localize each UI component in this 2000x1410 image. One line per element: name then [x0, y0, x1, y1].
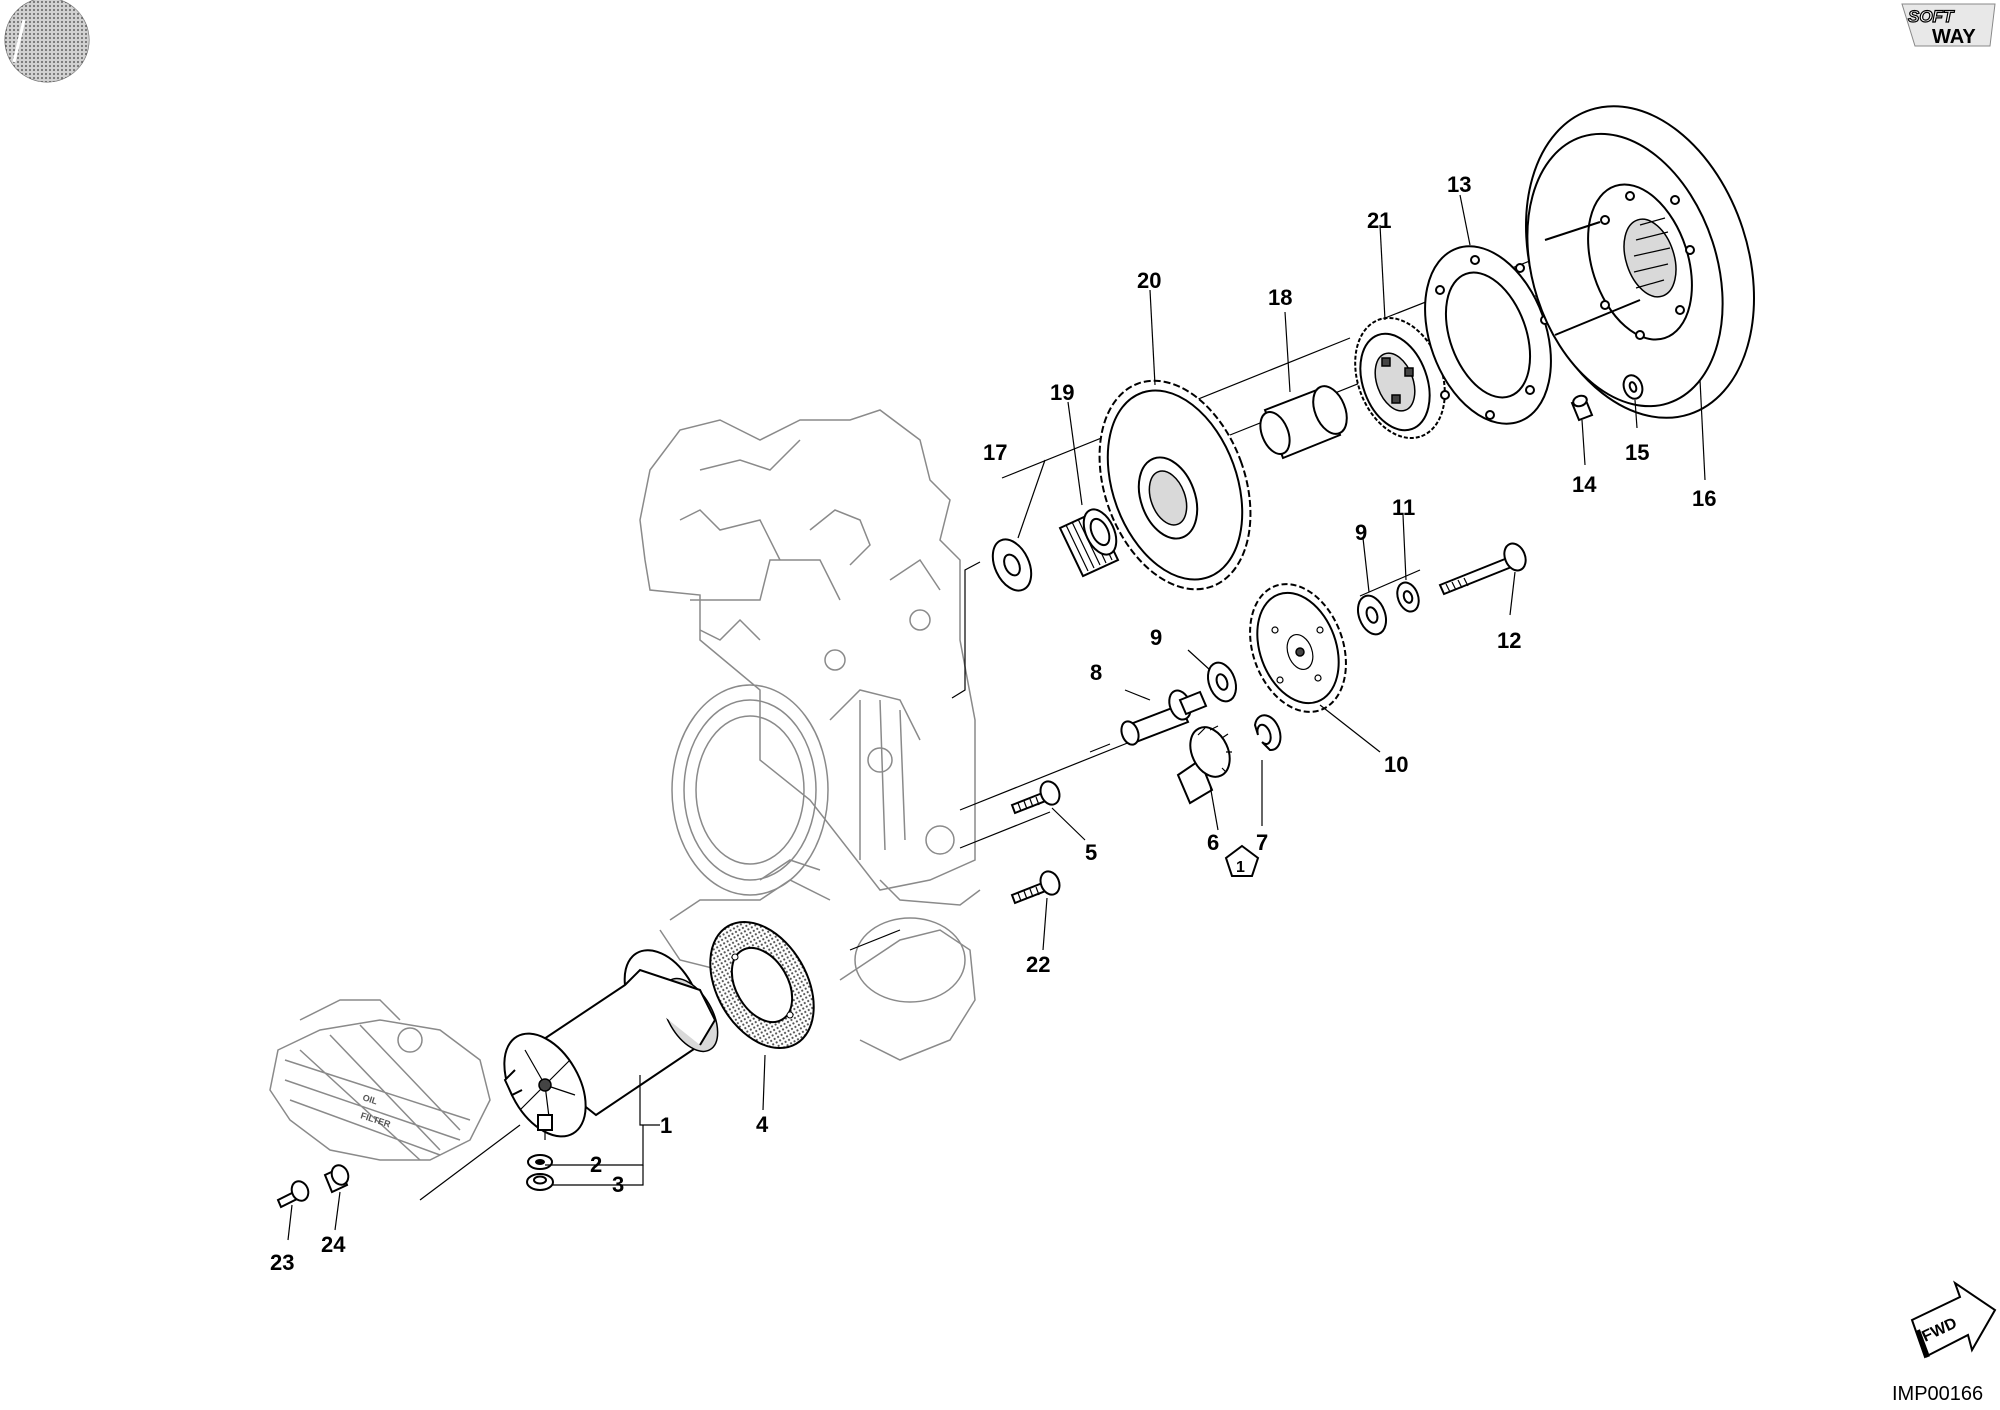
shaft-8: [1120, 689, 1208, 746]
callout-16: 16: [1692, 486, 1716, 511]
washer-2: [527, 1154, 553, 1170]
callout-14: 14: [1572, 472, 1597, 497]
callout-22: 22: [1026, 952, 1050, 977]
circlip-7: [1253, 714, 1282, 752]
callout-12: 12: [1497, 628, 1521, 653]
spacer-24: [323, 1164, 350, 1194]
bushing-18: [1259, 385, 1348, 460]
callout-13: 13: [1447, 172, 1471, 197]
brand-disc-icon: [4, 0, 90, 83]
callout-10: 10: [1384, 752, 1408, 777]
callout-5: 5: [1085, 840, 1097, 865]
logo-way-text: WAY: [1932, 26, 1976, 48]
washer-17: [991, 538, 1033, 592]
note-pentagon-icon: 1: [1224, 844, 1260, 877]
callout-24: 24: [321, 1232, 346, 1257]
svg-text:OIL: OIL: [361, 1092, 379, 1106]
flywheel-16: [1525, 105, 1755, 419]
gasket-4: [709, 920, 815, 1050]
screw-22: [1010, 870, 1061, 905]
callout-labels: 1 2 3 4 5 6 7 8 9 9 10 11 12 13 14 15 16…: [270, 172, 1716, 1275]
starter-motor: [503, 949, 719, 1140]
callout-19: 19: [1050, 380, 1074, 405]
callout-7: 7: [1256, 830, 1268, 855]
callout-17: 17: [983, 440, 1007, 465]
callout-1: 1: [660, 1113, 672, 1138]
softway-logo: SOFT WAY: [1901, 3, 1996, 48]
fwd-arrow-icon: FWD: [1910, 1280, 1997, 1359]
callout-9a: 9: [1150, 625, 1162, 650]
callout-3: 3: [612, 1172, 624, 1197]
freewheel-21: [1354, 316, 1446, 440]
callout-6: 6: [1207, 830, 1219, 855]
screw-23: [276, 1180, 310, 1209]
callout-2: 2: [590, 1152, 602, 1177]
callout-23: 23: [270, 1250, 294, 1275]
callout-20: 20: [1137, 268, 1161, 293]
circlip-11: [1396, 581, 1420, 613]
crankcase-outline: [639, 409, 981, 1061]
pinion-6: [1176, 725, 1232, 805]
screw-5: [1010, 780, 1061, 815]
logo-soft-text: SOFT: [1908, 7, 1955, 26]
washer-15: [1622, 374, 1644, 400]
callout-9b: 9: [1355, 520, 1367, 545]
leader-lines: [287, 194, 1706, 1241]
dowel-14: [1570, 394, 1594, 422]
callout-18: 18: [1268, 285, 1292, 310]
idler-gear-10: [1249, 583, 1347, 713]
large-gear-20: [1098, 379, 1252, 591]
callout-11: 11: [1392, 495, 1415, 520]
nut-3: [526, 1173, 554, 1191]
plate-13: [1424, 245, 1552, 425]
callout-8: 8: [1090, 660, 1102, 685]
oil-filter-outline: OIL FILTER: [269, 999, 491, 1161]
note-symbol-text: 1: [1236, 859, 1245, 876]
drawing-code: IMP00166: [1892, 1383, 1983, 1405]
callout-4: 4: [756, 1112, 769, 1137]
washer-9b: [1356, 594, 1388, 636]
needle-bearing-19: [1058, 508, 1120, 578]
washer-9a: [1206, 661, 1238, 703]
bolt-12: [1438, 542, 1527, 596]
callout-21: 21: [1367, 208, 1391, 233]
callout-15: 15: [1625, 440, 1649, 465]
